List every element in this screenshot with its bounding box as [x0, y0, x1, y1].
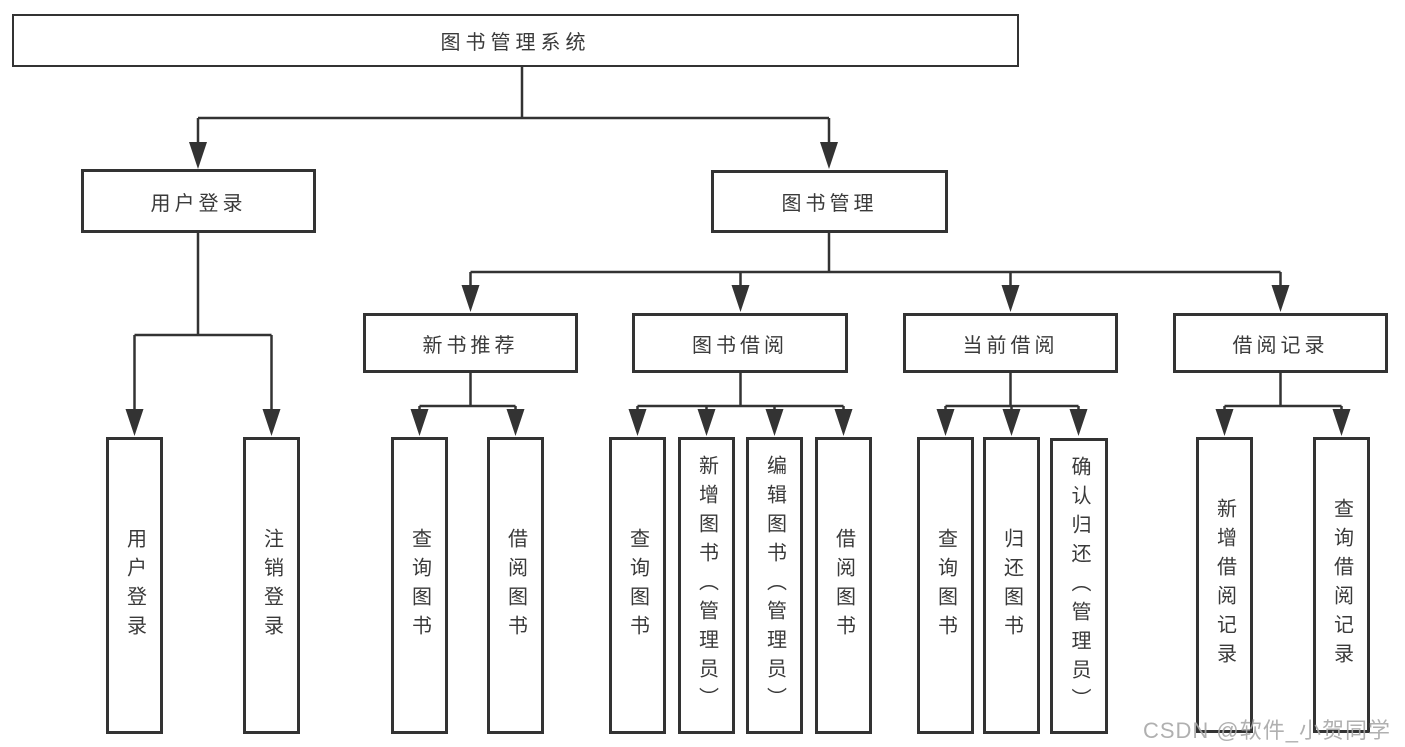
leaf-user-login: 用户登录	[106, 437, 163, 734]
leaf-records-add: 新增借阅记录	[1196, 437, 1253, 733]
leaf-current-return: 归还图书	[983, 437, 1040, 734]
leaf-records-query: 查询借阅记录	[1313, 437, 1370, 733]
leaf-newbooks-query: 查询图书	[391, 437, 448, 734]
node-borrow-records: 借阅记录	[1173, 313, 1388, 373]
node-new-book-recommend: 新书推荐	[363, 313, 578, 373]
leaf-logout: 注销登录	[243, 437, 300, 734]
leaf-bookborrow-borrow: 借阅图书	[815, 437, 872, 734]
node-book-management: 图书管理	[711, 170, 948, 233]
leaf-bookborrow-add-admin: 新增图书（管理员）	[678, 437, 735, 734]
node-root: 图书管理系统	[12, 14, 1019, 67]
leaf-bookborrow-query: 查询图书	[609, 437, 666, 734]
leaf-bookborrow-edit-admin: 编辑图书（管理员）	[746, 437, 803, 734]
node-book-borrow: 图书借阅	[632, 313, 848, 373]
node-user-login: 用户登录	[81, 169, 316, 233]
leaf-current-confirm-admin: 确认归还（管理员）	[1050, 438, 1108, 734]
leaf-current-query: 查询图书	[917, 437, 974, 734]
csdn-watermark: CSDN @软件_小贺同学	[1142, 718, 1391, 743]
node-current-borrow: 当前借阅	[903, 313, 1118, 373]
leaf-newbooks-borrow: 借阅图书	[487, 437, 544, 734]
